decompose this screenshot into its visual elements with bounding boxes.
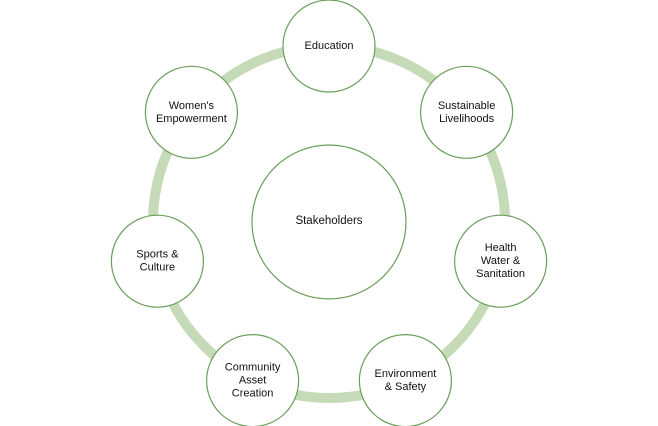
node-label-line: Community: [225, 362, 281, 374]
node-label-line: Sanitation: [476, 268, 525, 280]
node-label-line: Sustainable: [438, 100, 496, 112]
node-circle-health-water-sanitation: [454, 214, 548, 308]
node-label-line: Empowerment: [156, 113, 227, 125]
node-circle-womens-empowerment: [144, 65, 238, 159]
node-label-environment-safety: Environment& Safety: [375, 368, 437, 393]
node-sports-culture: Sports &Culture: [110, 214, 204, 308]
center-circle: [251, 144, 407, 300]
node-label-line: Culture: [140, 262, 175, 274]
node-circle-sustainable-livelihoods: [420, 65, 514, 159]
node-education: Education: [282, 0, 376, 93]
node-label-line: Women's: [169, 100, 215, 112]
node-label-sports-culture: Sports &Culture: [136, 249, 179, 274]
node-circle-environment-safety: [358, 334, 452, 426]
node-label-line: Education: [305, 40, 354, 52]
node-circle-community-asset-creation: [206, 334, 300, 426]
node-circle-education: [282, 0, 376, 93]
node-label-line: Health: [485, 242, 517, 254]
node-label-line: & Safety: [385, 381, 427, 393]
node-environment-safety: Environment& Safety: [358, 334, 452, 426]
node-label-line: Livelihoods: [439, 113, 495, 125]
node-label-line: Water &: [481, 255, 521, 267]
node-label-line: Sports &: [136, 249, 179, 261]
node-label-line: Environment: [375, 368, 437, 380]
node-label-line: Creation: [232, 388, 274, 400]
node-circle-sports-culture: [110, 214, 204, 308]
node-label-education: Education: [305, 40, 354, 52]
center-node: Stakeholders: [251, 144, 407, 300]
center-label: Stakeholders: [295, 215, 362, 227]
node-label-line: Asset: [239, 375, 267, 387]
